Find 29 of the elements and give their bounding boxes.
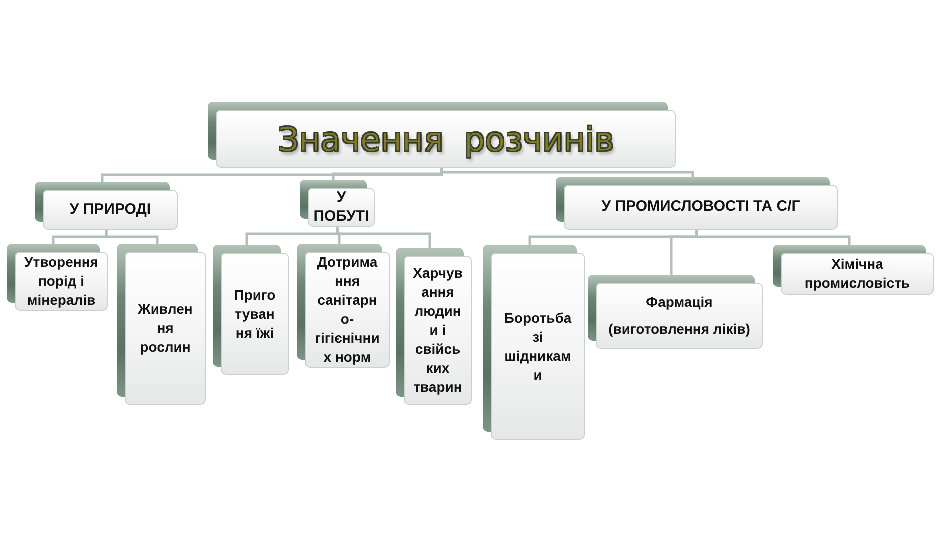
category-box xyxy=(300,180,375,227)
category-box xyxy=(556,177,838,230)
item-label: Дотримання санітарно-гігієнічних норм xyxy=(314,253,380,367)
item-box xyxy=(773,245,934,295)
item-box xyxy=(483,245,585,440)
item-label: Хімічна промисловість xyxy=(804,255,912,293)
item-box xyxy=(117,244,206,405)
category-label: У ПОБУТІ xyxy=(312,188,370,226)
item-box xyxy=(396,248,472,405)
item-label: Живлення рослин xyxy=(137,300,194,357)
title-text: Значення розчинів xyxy=(278,120,614,158)
category-label: У ПРОМИСЛОВОСТІ ТА С/Г xyxy=(602,198,800,217)
connector-line xyxy=(336,227,432,248)
item-label: Приготування їжі xyxy=(233,286,277,342)
item-box xyxy=(588,275,763,349)
category-label: У ПРИРОДІ xyxy=(70,200,152,220)
item-label: Фармація xyxy=(646,293,713,312)
item-label: (виготовлення ліків) xyxy=(608,320,750,339)
item-box xyxy=(7,244,108,311)
connector-line xyxy=(105,230,159,244)
item-label: Утворення порід і мінералів xyxy=(24,253,100,310)
item-box xyxy=(297,244,390,368)
category-box xyxy=(35,182,178,230)
connector-line xyxy=(440,168,694,177)
item-label: Харчування людини і свійських тварин xyxy=(412,264,464,397)
item-box xyxy=(213,245,289,375)
title-box xyxy=(208,102,676,168)
connector-line xyxy=(696,230,851,245)
item-label: Боротьба зі шідниками xyxy=(503,308,573,384)
